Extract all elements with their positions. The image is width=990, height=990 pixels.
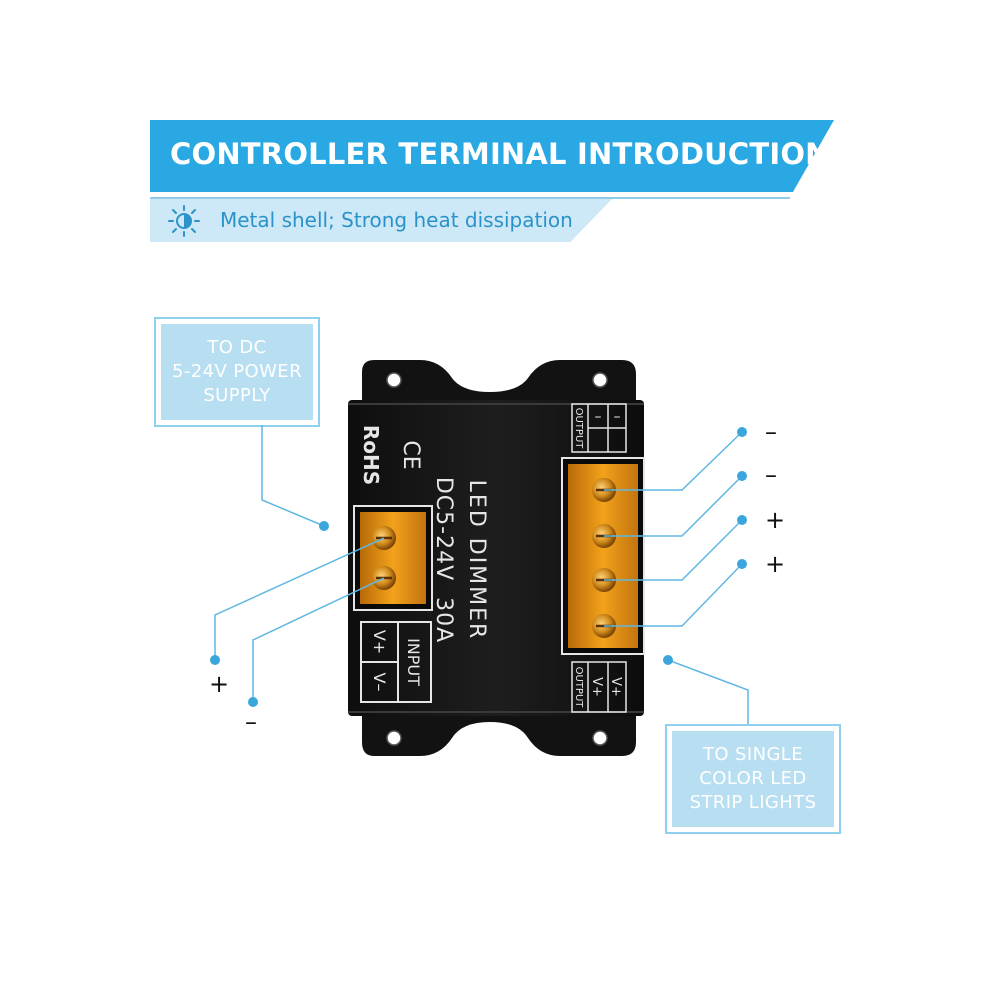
input-label: INPUT — [404, 638, 423, 686]
output-sign: – — [765, 418, 777, 446]
banner-title: CONTROLLER TERMINAL INTRODUCTION — [170, 137, 830, 171]
input-terminal-label: V– — [370, 673, 389, 692]
output-label: OUTPUT — [573, 408, 584, 450]
mounting-hole — [386, 372, 402, 388]
led-strip-callout: TO SINGLE COLOR LED STRIP LIGHTS — [665, 724, 841, 834]
strip-callout-line: COLOR LED — [699, 768, 807, 789]
input-label-box: INPUT V+ V– — [360, 621, 432, 703]
leader-dot — [737, 471, 747, 481]
subtitle-divider — [150, 197, 790, 199]
ce-mark: CE — [398, 440, 423, 469]
output-terminal-label: V+ — [608, 677, 623, 697]
device-rating: DC5-24V 30A — [431, 477, 456, 643]
leader-dot — [737, 427, 747, 437]
output-label-box-top: OUTPUT – – — [571, 403, 627, 453]
strip-callout-line: STRIP LIGHTS — [689, 792, 817, 813]
strip-callout-line: TO SINGLE — [702, 744, 804, 765]
mounting-hole — [592, 372, 608, 388]
output-terminal-label: V+ — [589, 677, 604, 697]
output-label: OUTPUT — [573, 667, 584, 709]
input-sign: + — [209, 670, 230, 698]
mounting-hole — [386, 730, 402, 746]
power-supply-callout: TO DC 5-24V POWER SUPPLY — [154, 317, 320, 427]
output-sign: + — [765, 550, 786, 578]
output-terminal-label: – — [614, 409, 621, 425]
subtitle-text: Metal shell; Strong heat dissipation — [220, 208, 573, 232]
output-sign: – — [765, 461, 777, 489]
leader-lines — [214, 425, 749, 724]
sun-icon — [168, 205, 200, 237]
input-sign: – — [245, 708, 257, 736]
mounting-hole — [592, 730, 608, 746]
title-banner: CONTROLLER TERMINAL INTRODUCTION — [150, 120, 834, 192]
input-terminal-label: V+ — [370, 630, 389, 654]
leader-dot — [663, 655, 673, 665]
leader-dot — [248, 697, 258, 707]
power-callout-line: SUPPLY — [203, 385, 271, 406]
output-terminal-label: – — [595, 409, 602, 425]
power-callout-line: TO DC — [207, 337, 267, 358]
leader-dot — [737, 559, 747, 569]
leader-dot — [737, 515, 747, 525]
rohs-mark: RoHS — [359, 425, 383, 485]
output-label-box-bottom: OUTPUT V+ V+ — [571, 661, 627, 713]
device-name: LED DIMMER — [464, 480, 489, 641]
leader-dot — [210, 655, 220, 665]
output-sign: + — [765, 506, 786, 534]
subtitle-banner: Metal shell; Strong heat dissipation — [150, 199, 612, 242]
power-callout-line: 5-24V POWER — [172, 361, 302, 382]
leader-dot — [319, 521, 329, 531]
